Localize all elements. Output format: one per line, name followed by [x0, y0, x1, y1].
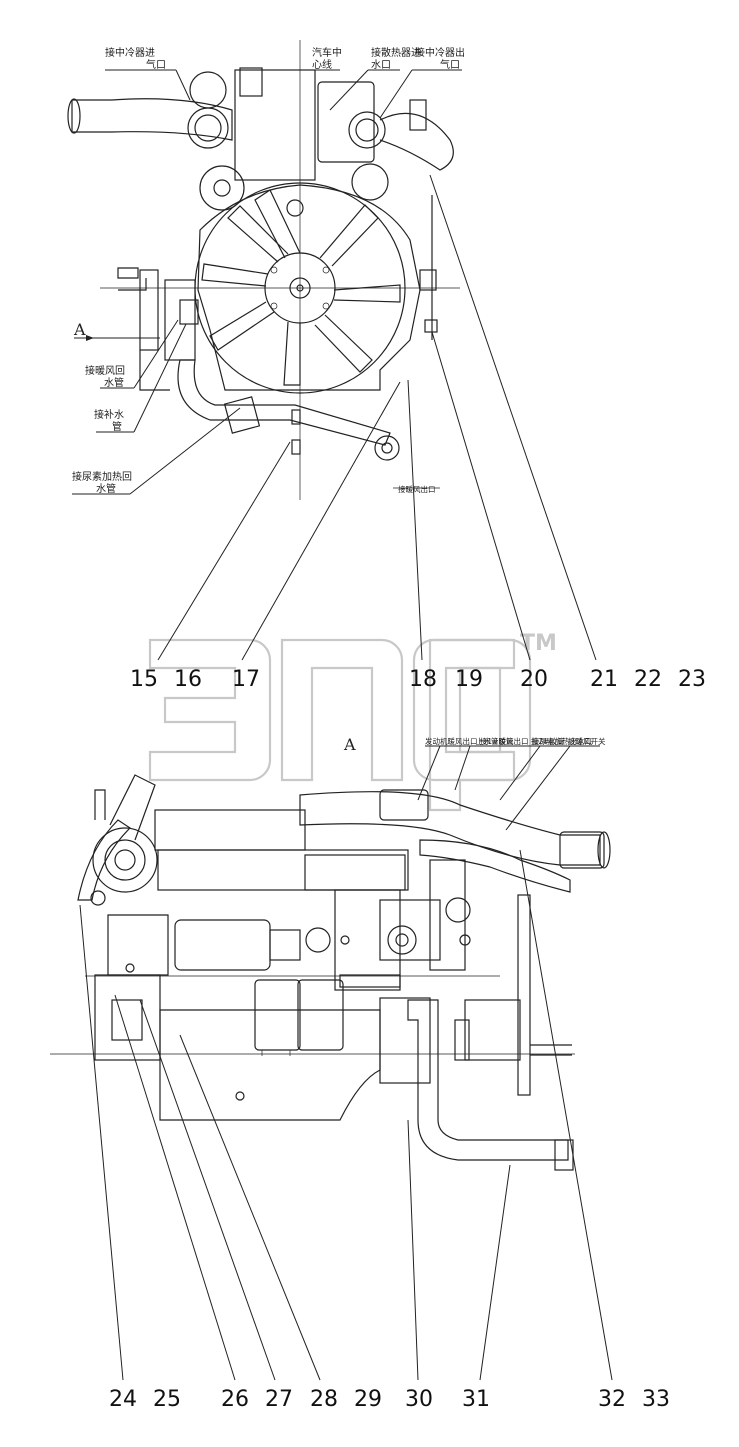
label-makeup-water-1: 接补水: [94, 408, 124, 421]
label-vehicle-center-1: 汽车中: [312, 46, 342, 59]
callout-32: 32: [598, 1387, 626, 1412]
front-view-labels: 接中冷器进 气口 汽车中 心线 接散热器进 水口 接中冷器出 气口 A 接暖风回…: [72, 46, 465, 495]
label-intercooler-in-1: 接中冷器进: [105, 46, 155, 59]
label-vehicle-center-2: 心线: [312, 58, 332, 71]
callout-17: 17: [232, 667, 260, 692]
callout-26: 26: [221, 1387, 249, 1412]
callout-27: 27: [265, 1387, 293, 1412]
callout-31: 31: [462, 1387, 490, 1412]
label-intercooler-out-1: 接中冷器出: [415, 46, 465, 59]
label-view-a-top: A: [73, 320, 86, 339]
callout-28: 28: [310, 1387, 338, 1412]
top-leaders: [157, 174, 597, 661]
label-intercooler-out-2: 气口: [440, 58, 460, 71]
bottom-callouts: 24 25 26 27 28 29 30 31 32 33: [109, 1387, 670, 1412]
side-note-1: 发动机暖风出口 接1#胶管: [425, 736, 514, 746]
callout-20: 20: [520, 667, 548, 692]
top-callouts: 15 16 17 18 19 20 21 22 23: [130, 667, 706, 692]
watermark-tm: TM: [520, 631, 557, 656]
label-urea-heat-2: 水管: [96, 482, 116, 495]
label-heater-return-2: 水管: [104, 376, 124, 389]
callout-16: 16: [174, 667, 202, 692]
callout-29: 29: [354, 1387, 382, 1412]
callout-25: 25: [153, 1387, 181, 1412]
callout-33: 33: [642, 1387, 670, 1412]
callout-23: 23: [678, 667, 706, 692]
label-radiator-in-2: 水口: [371, 59, 391, 71]
front-view: [67, 40, 460, 500]
label-makeup-water-2: 管: [112, 420, 122, 433]
label-small-note: 接暖风出口: [398, 484, 436, 494]
side-view: A 发动机暖风出口 接1#胶管 上水管暖风出口 接2#胶管 接尿素加热出水口 接…: [50, 735, 611, 1171]
callout-30: 30: [405, 1387, 433, 1412]
label-intercooler-in-2: 气口: [146, 58, 166, 71]
side-note-2: 上水管暖风出口 接2#胶管: [476, 736, 565, 746]
callout-22: 22: [634, 667, 662, 692]
callout-18: 18: [409, 667, 437, 692]
callout-15: 15: [130, 667, 158, 692]
watermark-logo: TM: [148, 631, 557, 812]
label-heater-return-1: 接暖风回: [85, 364, 125, 377]
side-note-3: 接尿素加热出水口: [532, 736, 592, 746]
callout-19: 19: [455, 667, 483, 692]
callout-21: 21: [590, 667, 618, 692]
bottom-leaders: [79, 849, 613, 1381]
label-view-a-side: A: [343, 735, 356, 754]
label-radiator-in-1: 接散热器进: [371, 46, 421, 59]
label-urea-heat-1: 接尿素加热回: [72, 470, 132, 483]
side-note-4: 接暖风开关: [568, 736, 606, 746]
callout-24: 24: [109, 1387, 137, 1412]
